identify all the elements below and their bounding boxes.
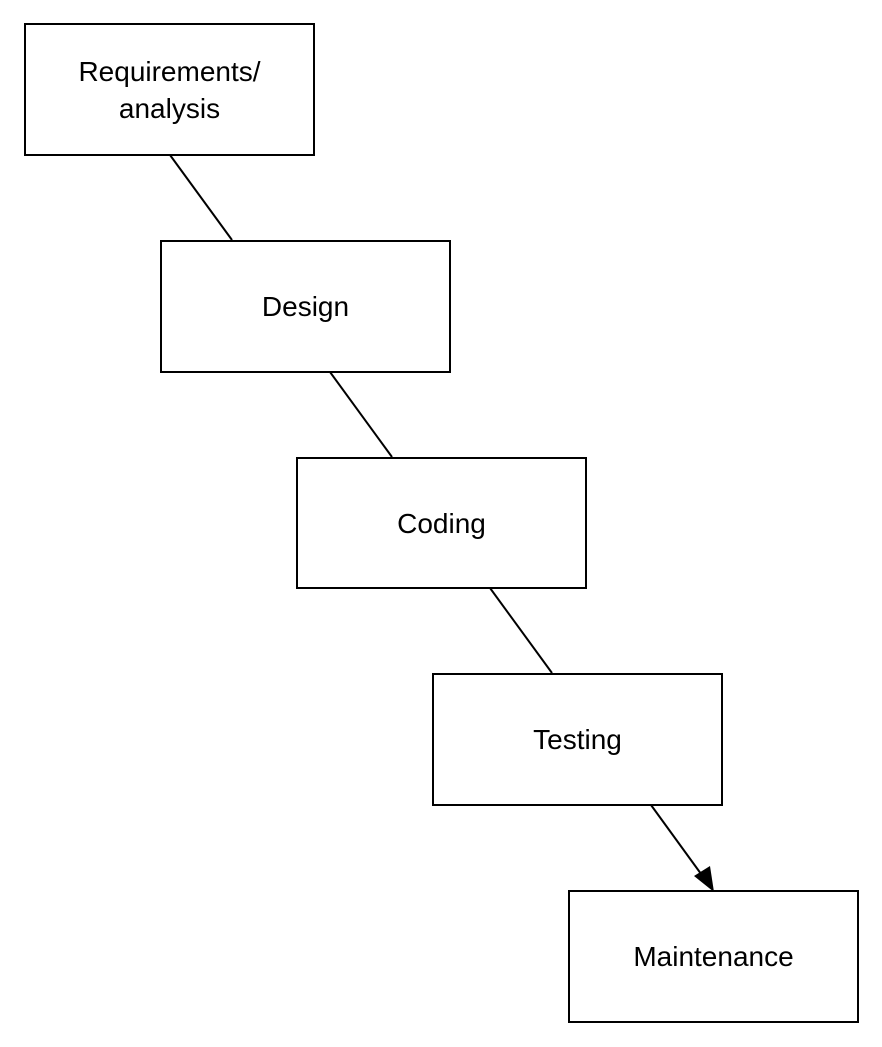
connector-design-coding (329, 371, 393, 458)
stage-coding: Coding (296, 457, 587, 589)
stage-box (160, 240, 451, 373)
arrowhead-icon (694, 866, 714, 892)
stage-box (432, 673, 723, 806)
stage-label: Design (262, 291, 349, 322)
stage-box (24, 23, 315, 156)
stage-testing: Testing (432, 673, 723, 806)
stage-label: Requirements/ (78, 56, 260, 87)
stage-label: Coding (397, 508, 486, 539)
connector-testing-maintenance-arrow (650, 804, 705, 879)
stage-box (568, 890, 859, 1023)
stage-label: analysis (119, 93, 220, 124)
stage-label: Testing (533, 724, 622, 755)
stage-box (296, 457, 587, 589)
stage-label: Maintenance (633, 941, 793, 972)
stage-requirements: Requirements/ analysis (24, 23, 315, 156)
connector-coding-testing (489, 587, 553, 674)
connector-requirements-design (169, 154, 233, 241)
stage-design: Design (160, 240, 451, 373)
stage-maintenance: Maintenance (568, 890, 859, 1023)
